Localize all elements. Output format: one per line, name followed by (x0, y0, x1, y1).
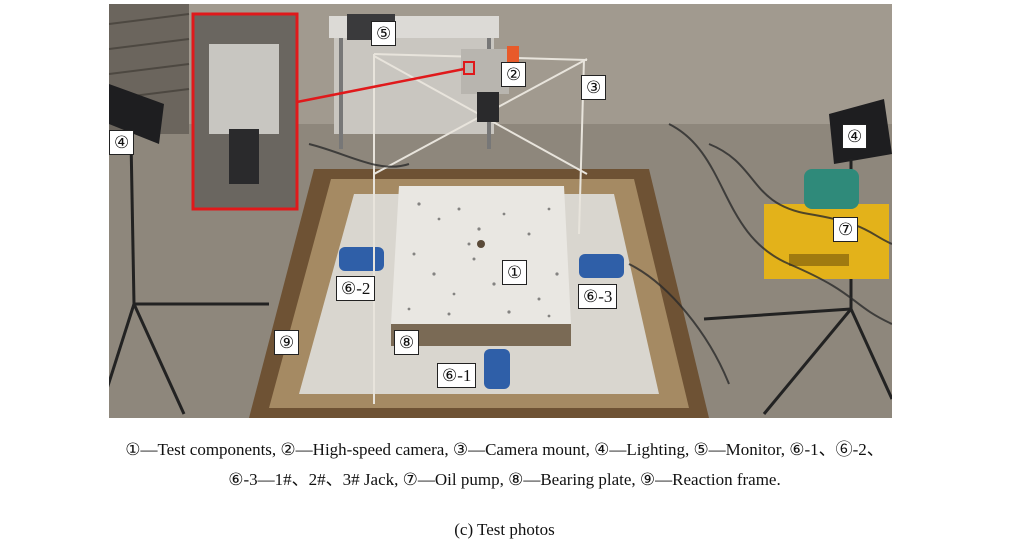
figure-legend-line-2: ⑥-3—1#、2#、3# Jack, ⑦—Oil pump, ⑧—Bearing… (228, 470, 781, 489)
figure-legend-line-1: ①—Test components, ②—High-speed camera, … (125, 440, 884, 459)
callout-lighting-right: ④ (842, 124, 868, 149)
figure-subcaption: (c) Test photos (454, 520, 555, 539)
callout-camera-mount: ③ (581, 75, 607, 100)
callout-oil-pump: ⑦ (833, 217, 859, 242)
callout-bearing-plate: ⑧ (394, 330, 420, 355)
callout-jack-1: ⑥-1 (437, 363, 477, 388)
callout-jack-2: ⑥-2 (336, 276, 376, 301)
callout-test-component: ① (502, 260, 528, 285)
callout-high-speed-camera: ② (501, 62, 527, 87)
test-setup-photo: ① ② ③ ④ ④ ⑤ ⑥-1 ⑥-2 ⑥-3 ⑦ ⑧ ⑨ (109, 4, 892, 418)
callout-lighting-left: ④ (109, 130, 135, 155)
callout-jack-3: ⑥-3 (578, 284, 618, 309)
callout-monitor: ⑤ (371, 21, 397, 46)
callout-reaction-frame: ⑨ (274, 330, 300, 355)
